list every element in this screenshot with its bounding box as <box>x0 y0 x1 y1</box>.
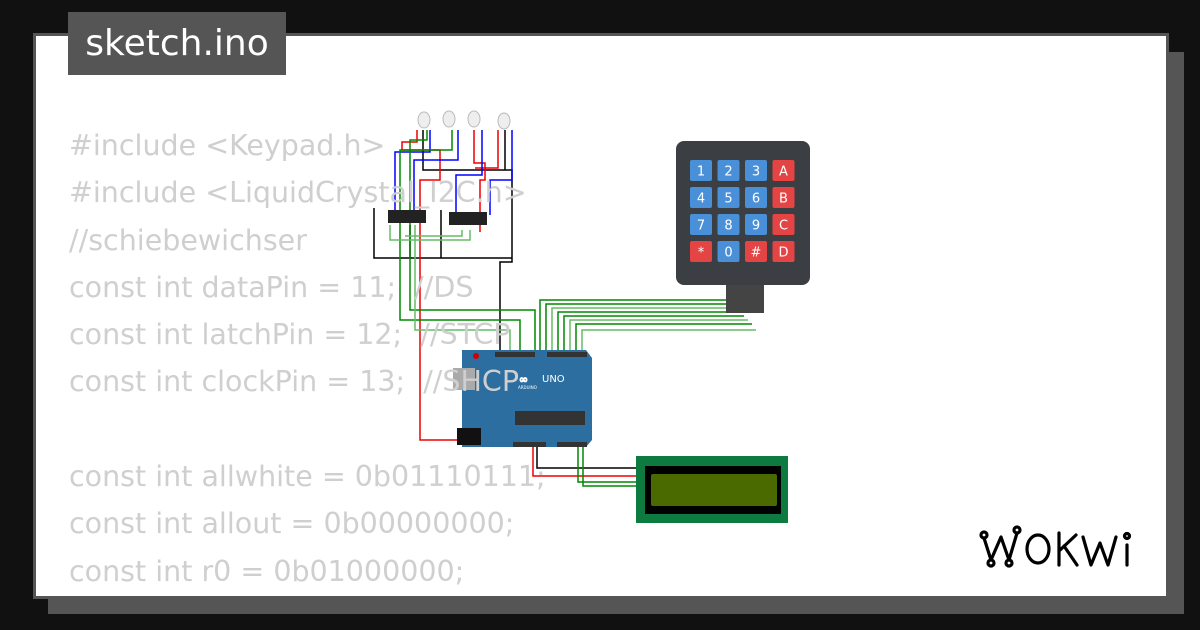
wires <box>373 130 756 487</box>
wire <box>405 230 463 237</box>
usb-port <box>453 368 475 390</box>
wire <box>582 445 646 487</box>
header <box>495 352 535 357</box>
header <box>547 352 587 357</box>
keypad: 1 2 3 A 4 5 6 B 7 8 9 C * 0 # D <box>676 141 810 313</box>
wire <box>551 307 736 355</box>
keypad-connector <box>726 285 764 313</box>
rgb-leds <box>417 110 511 130</box>
keypad-key-label: 4 <box>697 192 705 207</box>
keypad-key-label: 5 <box>724 192 732 207</box>
arduino-label: UNO <box>542 374 565 385</box>
lcd-screen <box>651 474 777 506</box>
arduino-uno: UNO ARDUINO ∞ <box>453 350 592 447</box>
wire <box>473 130 486 232</box>
reset-button <box>473 353 479 359</box>
wire <box>532 445 646 477</box>
wire <box>539 299 730 355</box>
wire <box>557 311 740 355</box>
keypad-key-label: A <box>779 165 788 180</box>
keypad-key-3[interactable]: 3 <box>745 160 767 181</box>
lcd-display <box>636 456 788 523</box>
keypad-key-label: B <box>779 192 788 207</box>
wokwi-logo <box>979 525 1132 568</box>
keypad-key-1[interactable]: 1 <box>690 160 712 181</box>
wire <box>489 130 513 215</box>
wire <box>563 315 744 355</box>
keypad-key-6[interactable]: 6 <box>745 187 767 208</box>
header <box>557 442 587 447</box>
keypad-key-A[interactable]: A <box>772 160 795 181</box>
keypad-key-4[interactable]: 4 <box>690 187 712 208</box>
wire <box>414 225 511 355</box>
wire <box>581 329 756 355</box>
wire <box>399 130 521 355</box>
keypad-key-label: 1 <box>697 165 705 180</box>
keypad-key-B[interactable]: B <box>772 187 795 208</box>
keypad-key-5[interactable]: 5 <box>717 187 740 208</box>
wire <box>536 445 646 469</box>
keypad-key-label: * <box>698 246 705 261</box>
wire <box>422 130 513 355</box>
keypad-key-9[interactable]: 9 <box>745 214 767 235</box>
arduino-brand: ARDUINO <box>518 385 537 390</box>
arduino-board <box>462 350 592 447</box>
keypad-key-C[interactable]: C <box>772 214 795 235</box>
keypad-key-0[interactable]: 0 <box>717 241 740 262</box>
keypad-key-D[interactable]: D <box>772 241 795 262</box>
wire <box>394 130 431 215</box>
header <box>513 442 546 447</box>
rgb-led <box>497 112 511 130</box>
wire <box>413 130 459 215</box>
file-tab[interactable]: sketch.ino <box>68 12 286 75</box>
keypad-key-7[interactable]: 7 <box>690 214 712 235</box>
wire <box>575 323 752 355</box>
wire <box>545 303 733 355</box>
rgb-led <box>467 110 481 128</box>
keypad-key-label: 0 <box>724 246 732 261</box>
keypad-key-2[interactable]: 2 <box>717 160 740 181</box>
arduino-logo-icon: ∞ <box>519 373 528 386</box>
keypad-key-label: 9 <box>752 219 760 234</box>
wire <box>569 319 748 355</box>
keypad-key-label: 2 <box>724 165 732 180</box>
rgb-led <box>417 111 431 129</box>
keypad-key-*[interactable]: * <box>690 241 712 262</box>
rgb-led <box>442 110 456 128</box>
wire <box>577 445 646 483</box>
keypad-key-label: 6 <box>752 192 760 207</box>
microcontroller-chip <box>515 411 585 425</box>
keypad-key-label: C <box>779 219 788 234</box>
keypad-key-label: # <box>751 246 762 261</box>
keypad-key-label: 8 <box>724 219 732 234</box>
keypad-key-#[interactable]: # <box>745 241 767 262</box>
keypad-key-8[interactable]: 8 <box>717 214 740 235</box>
shift-register-chip <box>449 212 487 225</box>
wire <box>389 225 471 241</box>
wire <box>455 130 483 215</box>
wire <box>409 130 536 355</box>
keypad-key-label: 7 <box>697 219 705 234</box>
keypad-key-label: D <box>778 246 788 261</box>
shift-register-chip <box>388 210 426 223</box>
power-jack <box>457 428 481 445</box>
keypad-key-label: 3 <box>752 165 760 180</box>
wire <box>373 208 512 259</box>
